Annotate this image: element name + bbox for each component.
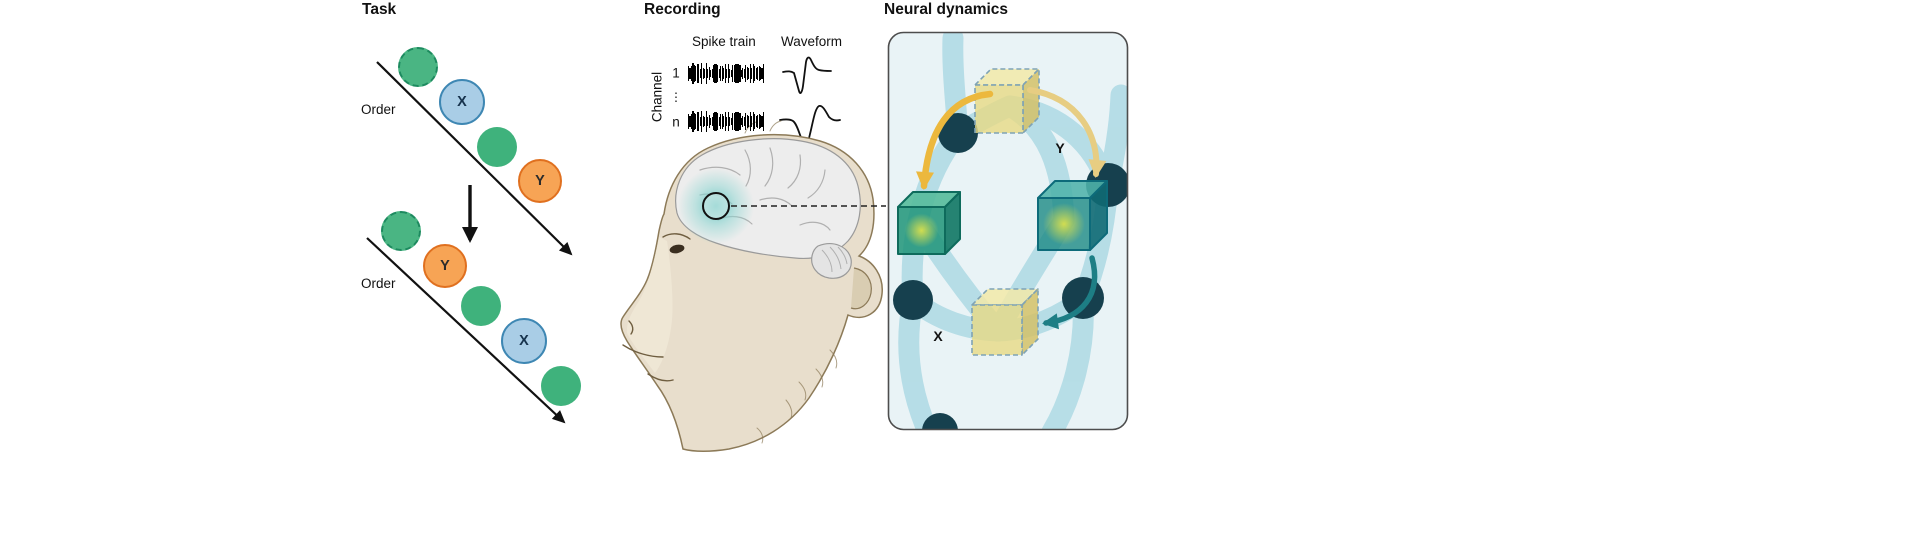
- monkey-illustration: [620, 120, 886, 452]
- recording-panel-title: Recording: [644, 1, 721, 18]
- monkey-ear-inner: [850, 267, 872, 310]
- seq2-green-circle-1: [461, 286, 501, 326]
- seq2-order-label: Order: [361, 276, 396, 291]
- waveforms: [779, 56, 841, 145]
- spike-train-channel-1: [688, 63, 764, 84]
- yellow-transition-arrow-left: [916, 90, 994, 190]
- teal-transition-arrow: [1042, 255, 1098, 330]
- seq2-dashed-circle: [381, 211, 421, 251]
- channel-n-label: n: [672, 114, 680, 130]
- monkey-mouth: [622, 344, 664, 358]
- recording-site-circle: [702, 192, 730, 220]
- cube-green-left: [897, 191, 961, 255]
- monkey-muzzle-highlight: [626, 237, 673, 373]
- task-panel-title: Task: [362, 1, 397, 18]
- seq1-order-label: Order: [361, 102, 396, 117]
- waveform-channel-1: [782, 56, 832, 94]
- seq1-x-circle: X: [439, 79, 485, 125]
- monkey-chin-line: [647, 373, 674, 382]
- seq1-x-label: X: [457, 94, 467, 110]
- waveform-channel-n: [779, 105, 841, 145]
- cerebellum-striations: [821, 246, 848, 273]
- monkey-brow: [662, 233, 691, 240]
- seq2-y-label: Y: [440, 258, 450, 274]
- seq2-x-label: X: [519, 333, 529, 349]
- seq2-y-circle: Y: [423, 244, 467, 288]
- channel-ellipsis: ⋮: [670, 90, 682, 104]
- task-arrows: [366, 61, 573, 424]
- spike-train-channel-n: [688, 111, 764, 132]
- neural-y-state-label: Y: [1055, 140, 1065, 156]
- neural-x-state-label: X: [933, 328, 943, 344]
- seq2-x-circle: X: [501, 318, 547, 364]
- brain-sulci: [699, 147, 831, 231]
- sequence-2-order-arrow: [366, 237, 566, 424]
- cerebellum: [811, 243, 852, 279]
- cube-green-right: [1037, 180, 1108, 251]
- yellow-transition-arrow-right: [1027, 87, 1107, 178]
- monkey-eye: [669, 244, 685, 254]
- neural-dynamics-panel-title: Neural dynamics: [884, 1, 1009, 18]
- monkey-face-details: [622, 233, 691, 382]
- channel-1-label: 1: [672, 65, 680, 81]
- seq1-dashed-circle: [398, 47, 438, 87]
- seq2-green-circle-2: [541, 366, 581, 406]
- cube-y-state: [974, 68, 1040, 134]
- channel-axis-label: Channel: [649, 71, 665, 123]
- monkey-nostril: [628, 320, 634, 335]
- seq1-y-circle: Y: [518, 159, 562, 203]
- seq1-y-label: Y: [535, 173, 545, 189]
- cube-x-state: [971, 288, 1039, 356]
- seq1-green-circle: [477, 127, 517, 167]
- monkey-fur-strokes: [744, 120, 838, 444]
- neural-panel-border: [887, 31, 1129, 431]
- neural-dynamics-panel: [887, 31, 1129, 431]
- spike-train-header: Spike train: [692, 34, 756, 49]
- waveform-header: Waveform: [781, 34, 843, 49]
- network-nodes: [893, 113, 1127, 429]
- sequence-1-order-arrow: [376, 61, 573, 256]
